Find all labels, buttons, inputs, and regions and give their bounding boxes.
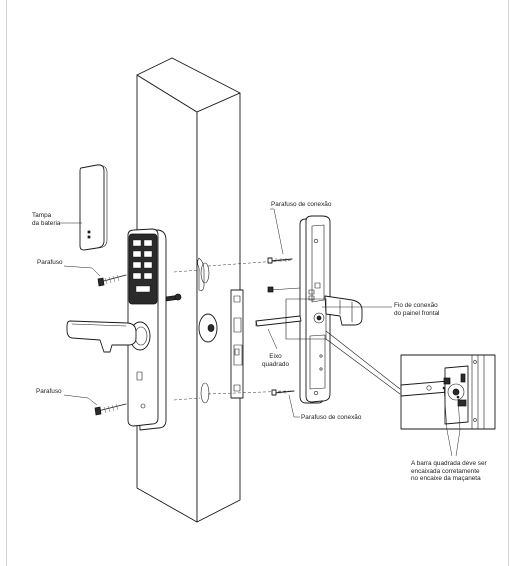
detail-view xyxy=(400,354,496,430)
label-screw-bottom: Parafuso xyxy=(36,388,62,395)
label-battery-cover: Tampa da bateria xyxy=(32,212,61,227)
back-panel xyxy=(299,215,363,404)
right-frame-line xyxy=(508,0,509,566)
callout-markers xyxy=(442,386,460,399)
screw-top xyxy=(97,274,127,287)
leader-lines xyxy=(60,208,461,457)
connection-screw-top xyxy=(267,257,293,264)
front-panel xyxy=(66,228,182,431)
battery-cover xyxy=(79,164,108,251)
front-panel-wire xyxy=(267,286,301,293)
screw-bottom xyxy=(94,403,127,416)
square-shaft xyxy=(255,315,302,327)
left-frame-line xyxy=(6,0,7,566)
label-square-shaft: Eixo quadrado xyxy=(262,353,290,368)
connection-screw-bottom xyxy=(271,389,295,396)
label-connection-screw-top: Parafuso de conexão xyxy=(271,201,332,208)
label-front-panel-wire: Fio de conexão do painel frontal xyxy=(394,302,440,317)
label-screw-top: Parafuso xyxy=(37,259,63,266)
label-square-bar-note: A barra quadrada deve ser encaixada corr… xyxy=(411,460,487,483)
callout xyxy=(285,298,401,395)
label-connection-screw-bottom: Parafuso de conexão xyxy=(301,414,362,421)
